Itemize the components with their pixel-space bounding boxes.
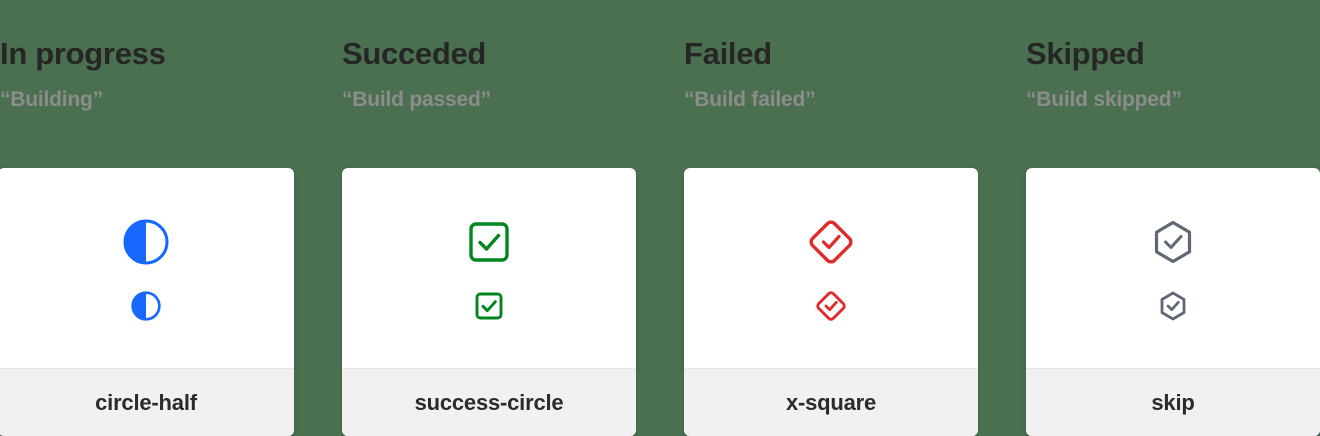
status-column-skipped: Skipped “Build skipped” sk	[1026, 0, 1320, 436]
success-circle-icon	[465, 218, 513, 266]
icon-card-footer: circle-half	[0, 368, 294, 436]
icon-preview-area	[684, 168, 978, 368]
column-subtitle: “Building”	[0, 88, 103, 111]
column-title: Skipped	[1026, 36, 1145, 71]
icon-name-label: circle-half	[95, 389, 197, 415]
column-subtitle: “Build passed”	[342, 88, 491, 111]
column-title: Failed	[684, 36, 772, 71]
icon-preview-area	[1026, 168, 1320, 368]
icon-card-footer: skip	[1026, 368, 1320, 436]
icon-name-label: skip	[1151, 389, 1195, 415]
skip-icon-small	[1157, 290, 1189, 322]
x-square-icon	[807, 218, 855, 266]
status-column-succeded: Succeded “Build passed” su	[342, 0, 636, 436]
success-circle-icon-small	[473, 290, 505, 322]
column-title: Succeded	[342, 36, 487, 71]
status-column-failed: Failed “Build failed”	[684, 0, 978, 436]
circle-half-icon-small	[130, 290, 162, 322]
x-square-icon-small	[815, 290, 847, 322]
column-subtitle: “Build skipped”	[1026, 88, 1182, 111]
icon-card-x-square[interactable]: x-square	[684, 168, 978, 436]
icon-card-footer: success-circle	[342, 368, 636, 436]
column-title: In progress	[0, 36, 166, 71]
column-subtitle: “Build failed”	[684, 88, 816, 111]
icon-preview-area	[342, 168, 636, 368]
icon-card-circle-half[interactable]: circle-half	[0, 168, 294, 436]
icon-card-footer: x-square	[684, 368, 978, 436]
icon-card-success-circle[interactable]: success-circle	[342, 168, 636, 436]
skip-icon	[1149, 218, 1197, 266]
circle-half-icon	[122, 218, 170, 266]
icon-name-label: success-circle	[414, 389, 564, 415]
status-column-in-progress: In progress “Building” cir	[0, 0, 294, 436]
icon-preview-area	[0, 168, 294, 368]
icon-card-skip[interactable]: skip	[1026, 168, 1320, 436]
icon-name-label: x-square	[785, 389, 877, 415]
